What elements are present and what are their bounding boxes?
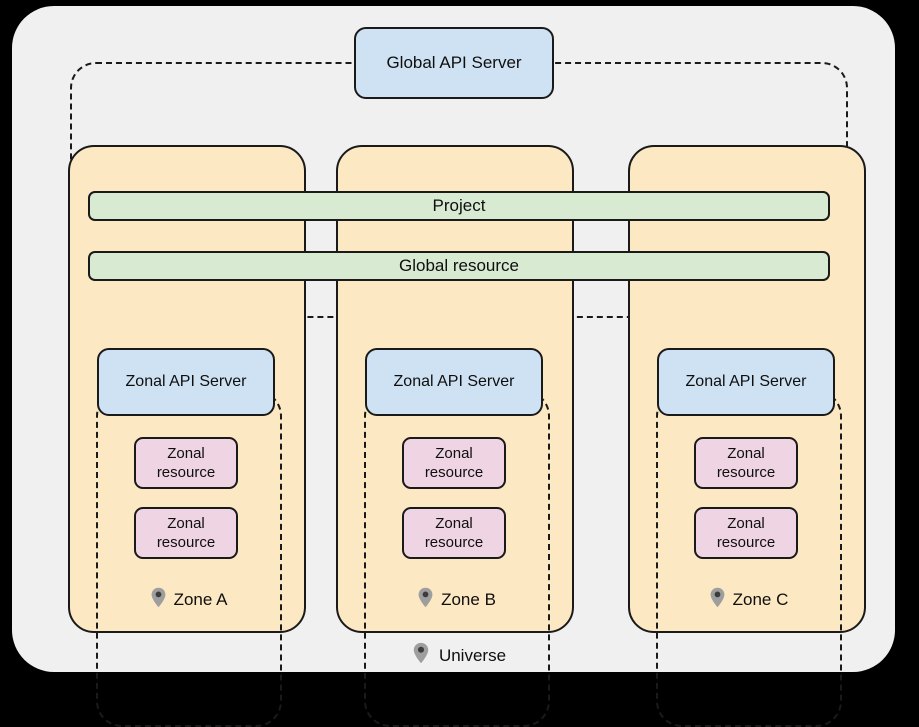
map-pin-icon bbox=[418, 587, 433, 613]
zonal-resource-a-1[interactable]: Zonal resource bbox=[134, 437, 238, 489]
zonal-api-server-label: Zonal API Server bbox=[685, 373, 807, 390]
project-bar-label: Project bbox=[432, 196, 486, 215]
universe-label-text: Universe bbox=[438, 645, 507, 665]
zonal-resource-c-1[interactable]: Zonal resource bbox=[694, 437, 798, 489]
zonal-resource-line2: resource bbox=[156, 534, 216, 551]
zonal-resource-line2: resource bbox=[716, 534, 776, 551]
global-resource-bar-label: Global resource bbox=[398, 256, 519, 275]
zonal-resource-line1: Zonal bbox=[727, 515, 765, 532]
global-api-server[interactable]: Global API Server bbox=[354, 27, 554, 99]
global-resource-bar[interactable]: Global resource bbox=[88, 251, 830, 281]
zone-container-a[interactable]: Zonal API Server Zonal resource Zonal re… bbox=[68, 145, 308, 727]
zonal-api-server-c[interactable]: Zonal API Server bbox=[657, 348, 835, 416]
zonal-resource-a-2[interactable]: Zonal resource bbox=[134, 507, 238, 559]
global-api-server-label: Global API Server bbox=[386, 53, 522, 72]
zonal-resource-line2: resource bbox=[424, 534, 484, 551]
zone-container-c[interactable]: Zonal API Server Zonal resource Zonal re… bbox=[628, 145, 868, 727]
project-bar[interactable]: Project bbox=[88, 191, 830, 221]
zone-container-b[interactable]: Zonal API Server Zonal resource Zonal re… bbox=[336, 145, 576, 727]
zone-label-b: Zone B bbox=[338, 587, 576, 613]
zonal-resource-line1: Zonal bbox=[435, 515, 473, 532]
map-pin-icon bbox=[413, 642, 429, 669]
zonal-api-server-a[interactable]: Zonal API Server bbox=[97, 348, 275, 416]
zonal-api-server-label: Zonal API Server bbox=[393, 373, 515, 390]
zone-label-text: Zone A bbox=[173, 590, 228, 609]
zonal-resource-line1: Zonal bbox=[435, 445, 473, 462]
zone-label-text: Zone C bbox=[732, 590, 789, 609]
zonal-resource-line1: Zonal bbox=[167, 445, 205, 462]
zonal-resource-b-1[interactable]: Zonal resource bbox=[402, 437, 506, 489]
diagram-canvas: Zonal API Server Zonal resource Zonal re… bbox=[0, 6, 919, 727]
zone-label-text: Zone B bbox=[441, 590, 496, 609]
zonal-resource-line1: Zonal bbox=[727, 445, 765, 462]
zonal-resource-line2: resource bbox=[716, 464, 776, 481]
zonal-api-server-label: Zonal API Server bbox=[125, 373, 247, 390]
zone-label-a: Zone A bbox=[70, 587, 308, 613]
zonal-api-server-b[interactable]: Zonal API Server bbox=[365, 348, 543, 416]
universe-label: Universe bbox=[0, 642, 919, 669]
zonal-resource-b-2[interactable]: Zonal resource bbox=[402, 507, 506, 559]
map-pin-icon bbox=[151, 587, 166, 613]
zonal-resource-line2: resource bbox=[424, 464, 484, 481]
zonal-resource-c-2[interactable]: Zonal resource bbox=[694, 507, 798, 559]
map-pin-icon bbox=[710, 587, 725, 613]
zonal-resource-line2: resource bbox=[156, 464, 216, 481]
zonal-resource-line1: Zonal bbox=[167, 515, 205, 532]
zone-label-c: Zone C bbox=[630, 587, 868, 613]
